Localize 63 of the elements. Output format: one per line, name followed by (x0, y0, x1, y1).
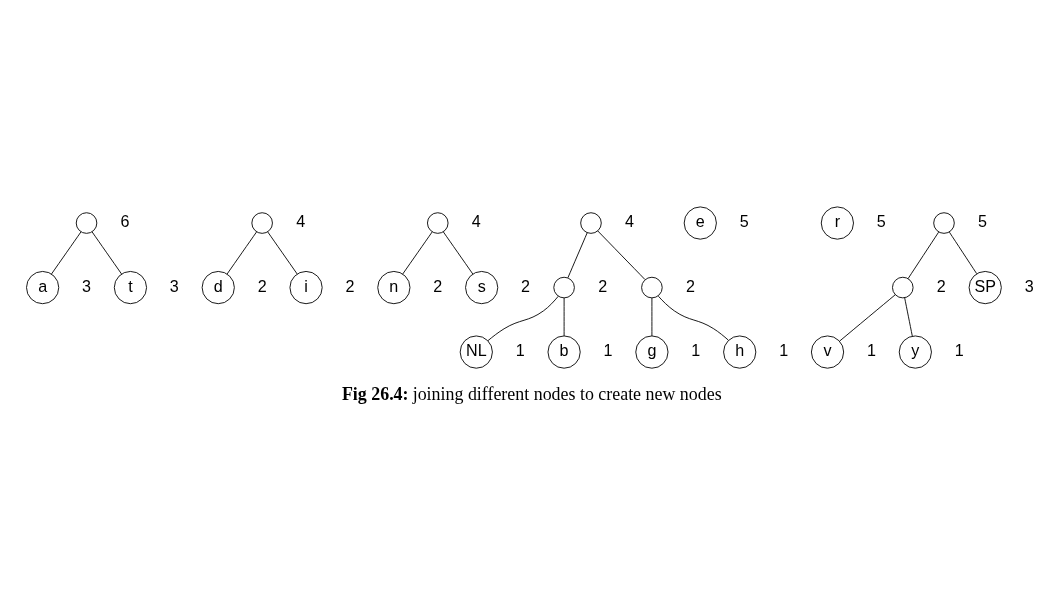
node-circle: t (113, 271, 147, 305)
node-label: 2 (685, 276, 695, 295)
node-circle: i (289, 271, 323, 305)
node-label: 1 (603, 341, 613, 360)
connector (487, 295, 559, 342)
node-circle (427, 212, 449, 234)
node-circle (75, 212, 98, 234)
connector (657, 295, 729, 341)
caption: Fig 26.4: joining different nodes to create new nodes (341, 383, 722, 404)
node-label: 2 (521, 276, 531, 295)
connector (907, 231, 940, 280)
node-circle: n (377, 271, 411, 305)
connector (442, 231, 474, 275)
node-circle: NL (459, 335, 493, 369)
connector (91, 231, 123, 275)
connector (226, 231, 258, 275)
node-circle: e (683, 206, 717, 240)
node-label: 3 (169, 276, 179, 295)
node-circle: d (201, 271, 235, 305)
node-circle (933, 212, 955, 234)
node-circle (892, 276, 914, 299)
node-label: 2 (345, 276, 355, 295)
node-label: 1 (954, 341, 964, 360)
node-label: 2 (433, 276, 443, 295)
node-label: 1 (779, 341, 789, 360)
node-circle: s (465, 271, 499, 305)
connector (839, 294, 896, 342)
node-circle: SP (968, 271, 1002, 305)
node-label: 3 (82, 276, 92, 295)
node-label: 4 (625, 211, 634, 230)
node-label: 5 (876, 211, 886, 230)
connector (267, 231, 298, 275)
node-circle: y (898, 335, 932, 369)
node-circle: g (635, 335, 669, 369)
node-label: 2 (936, 276, 946, 295)
node-circle: a (26, 271, 60, 305)
node-circle: b (547, 335, 581, 369)
node-label: 5 (978, 211, 988, 230)
connector (402, 231, 433, 275)
node-circle (580, 212, 602, 234)
node-circle (641, 276, 663, 299)
node-circle (251, 212, 273, 234)
connector (904, 297, 913, 337)
node-circle: h (723, 335, 757, 369)
connector (597, 230, 646, 280)
node-label: 4 (296, 211, 306, 230)
node-label: 3 (1024, 276, 1034, 295)
node-label: 6 (120, 211, 130, 230)
connector (651, 297, 653, 337)
node-circle: r (820, 206, 854, 240)
connector (51, 231, 82, 275)
node-label: 2 (257, 276, 267, 295)
connector (563, 297, 565, 337)
node-label: 4 (471, 211, 481, 230)
connector (567, 232, 588, 279)
node-label: 1 (691, 341, 701, 360)
node-label: 1 (515, 341, 525, 360)
node-label: 2 (598, 276, 608, 295)
node-label: 5 (739, 211, 749, 230)
node-label: 1 (866, 341, 876, 360)
node-circle: v (810, 335, 845, 369)
connector (948, 231, 978, 275)
node-circle (553, 276, 575, 299)
